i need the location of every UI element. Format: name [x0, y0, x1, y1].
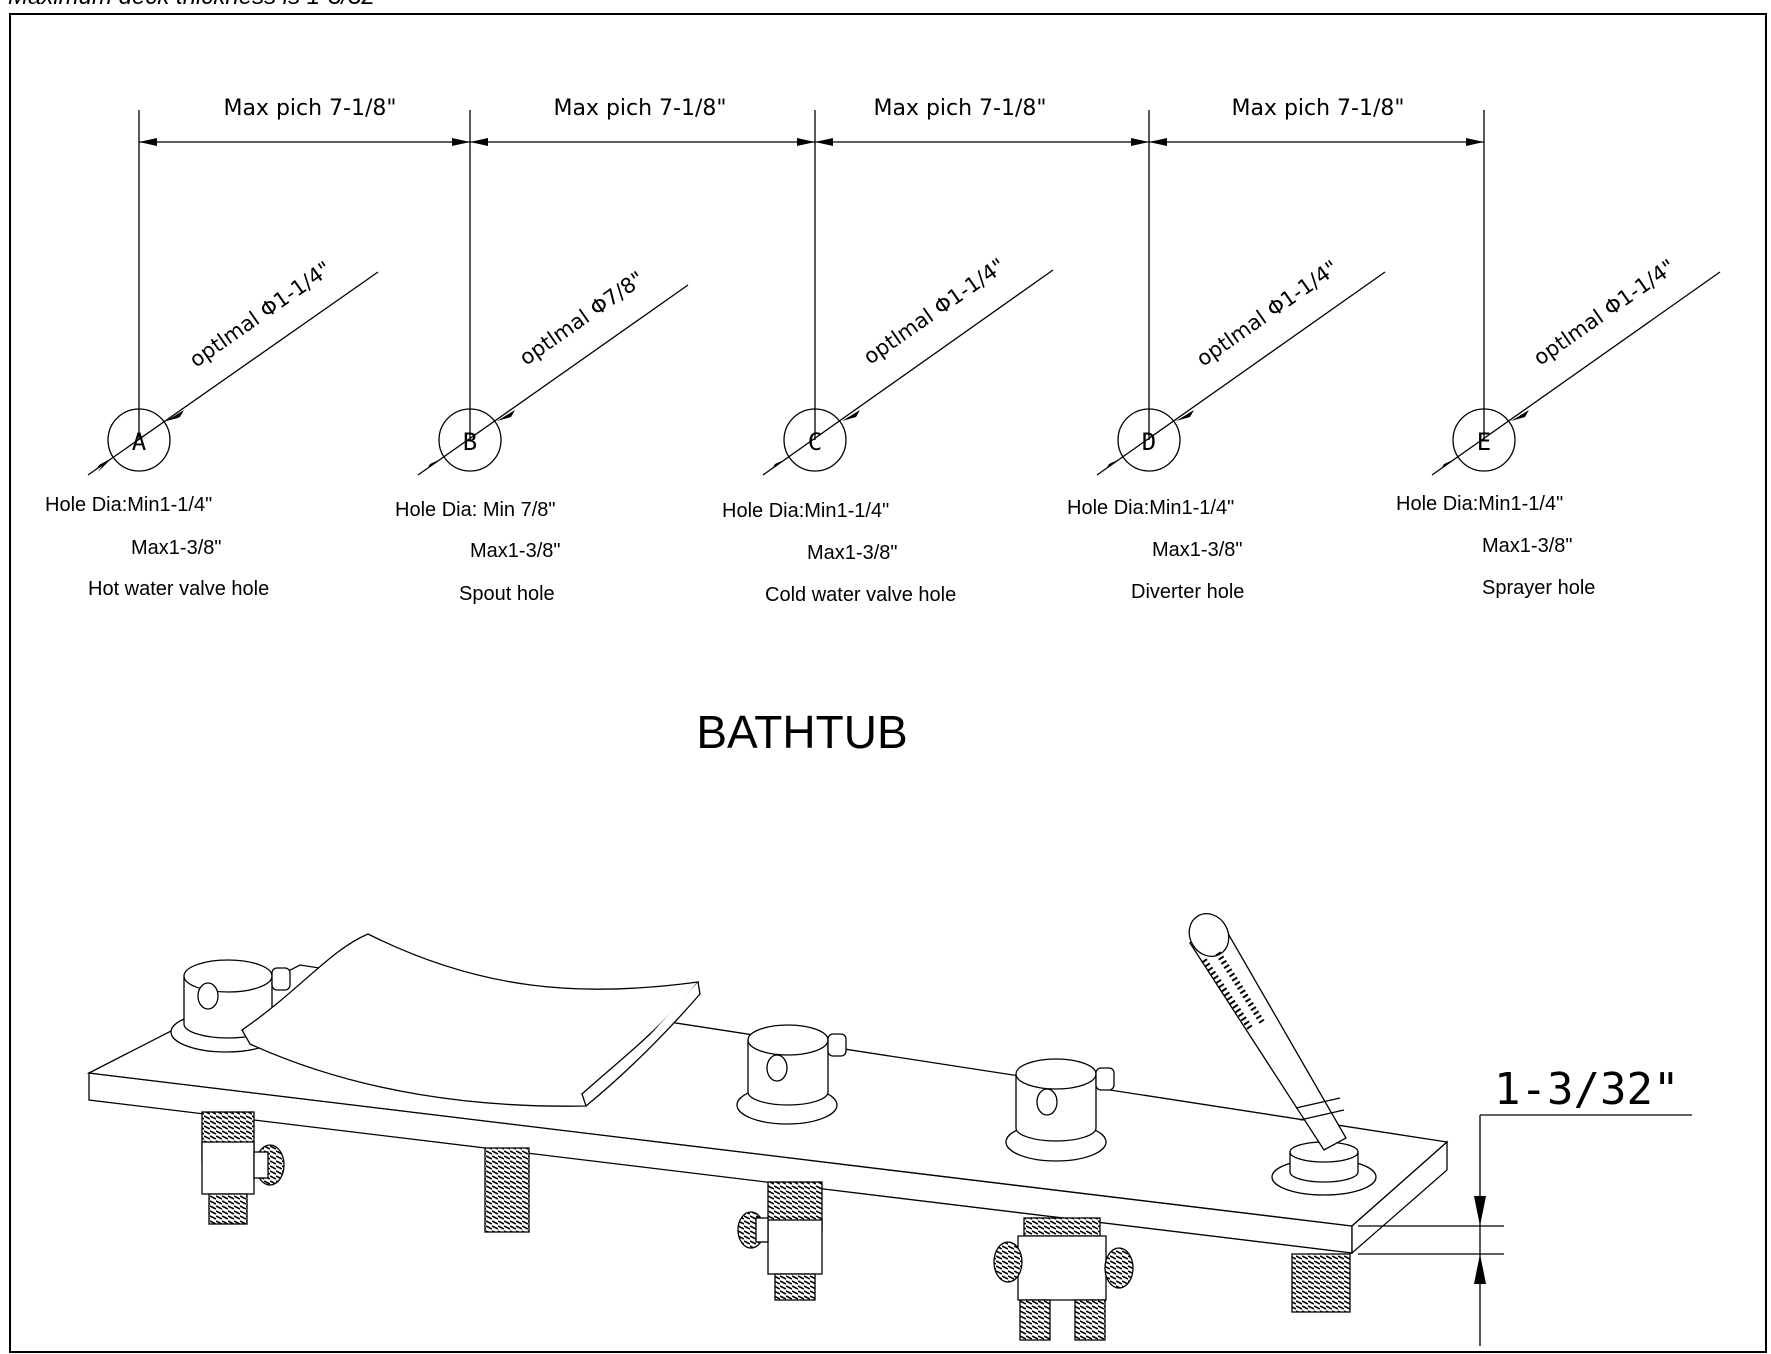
hole-b-name: Spout hole — [459, 583, 555, 605]
hole-d-name: Diverter hole — [1131, 581, 1244, 603]
cold-valve-handle — [736, 1024, 847, 1125]
waterfall-spout — [240, 933, 701, 1107]
hole-a: A optlmal Φ1-1/4" — [87, 257, 379, 476]
hole-d-letter: D — [1142, 428, 1156, 456]
hole-c-min: Hole Dia:Min1-1/4" — [722, 500, 889, 522]
hole-a-letter: A — [132, 428, 147, 456]
diverter-handle — [1005, 1058, 1115, 1162]
hole-c-optimal: optlmal Φ1-1/4" — [859, 254, 1010, 369]
faucet-illustration — [86, 913, 1449, 1341]
pitch-label-cd: Max pich 7-1/8" — [873, 96, 1046, 121]
page-title: BATHTUB — [696, 706, 907, 758]
drawing-frame — [9, 13, 1767, 1353]
pitch-label-de: Max pich 7-1/8" — [1231, 96, 1404, 121]
hole-e-max: Max1-3/8" — [1482, 535, 1572, 557]
hole-c-max: Max1-3/8" — [807, 542, 897, 564]
header-note: Maximum deck thickness is 1-3/32" — [8, 0, 385, 10]
hole-a-name: Hot water valve hole — [88, 578, 269, 600]
pitch-label-bc: Max pich 7-1/8" — [553, 96, 726, 121]
hole-e-name: Sprayer hole — [1482, 577, 1595, 599]
deck-thickness-label: 1-3/32" — [1494, 1064, 1679, 1115]
hole-b-min: Hole Dia: Min 7/8" — [395, 499, 556, 521]
hand-sprayer — [1188, 913, 1377, 1196]
shank-cold — [737, 1181, 823, 1301]
hole-d: D optlmal Φ1-1/4" — [1096, 256, 1386, 476]
hole-c-name: Cold water valve hole — [765, 584, 956, 606]
hole-e: E optlmal Φ1-1/4" — [1431, 255, 1721, 476]
shank-hot — [201, 1111, 285, 1225]
hole-a-min: Hole Dia:Min1-1/4" — [45, 494, 212, 516]
hole-b: B optlmal Φ7/8" — [417, 267, 689, 476]
hole-b-letter: B — [463, 428, 477, 456]
hole-d-max: Max1-3/8" — [1152, 539, 1242, 561]
hole-e-min: Hole Dia:Min1-1/4" — [1396, 493, 1563, 515]
deck-thickness-dimension — [1358, 1114, 1692, 1346]
hole-d-optimal: optlmal Φ1-1/4" — [1192, 256, 1343, 371]
shank-diverter — [993, 1217, 1134, 1341]
shank-sprayer — [1291, 1253, 1351, 1313]
hole-b-max: Max1-3/8" — [470, 540, 560, 562]
shank-spout — [484, 1147, 530, 1233]
pitch-label-ab: Max pich 7-1/8" — [223, 96, 396, 121]
hole-layout — [138, 110, 1485, 440]
hole-c: C optlmal Φ1-1/4" — [762, 254, 1054, 476]
hole-a-max: Max1-3/8" — [131, 537, 221, 559]
hot-valve-handle — [170, 959, 291, 1053]
hole-d-min: Hole Dia:Min1-1/4" — [1067, 497, 1234, 519]
hole-b-optimal: optlmal Φ7/8" — [515, 267, 648, 370]
hole-e-letter: E — [1477, 428, 1491, 456]
